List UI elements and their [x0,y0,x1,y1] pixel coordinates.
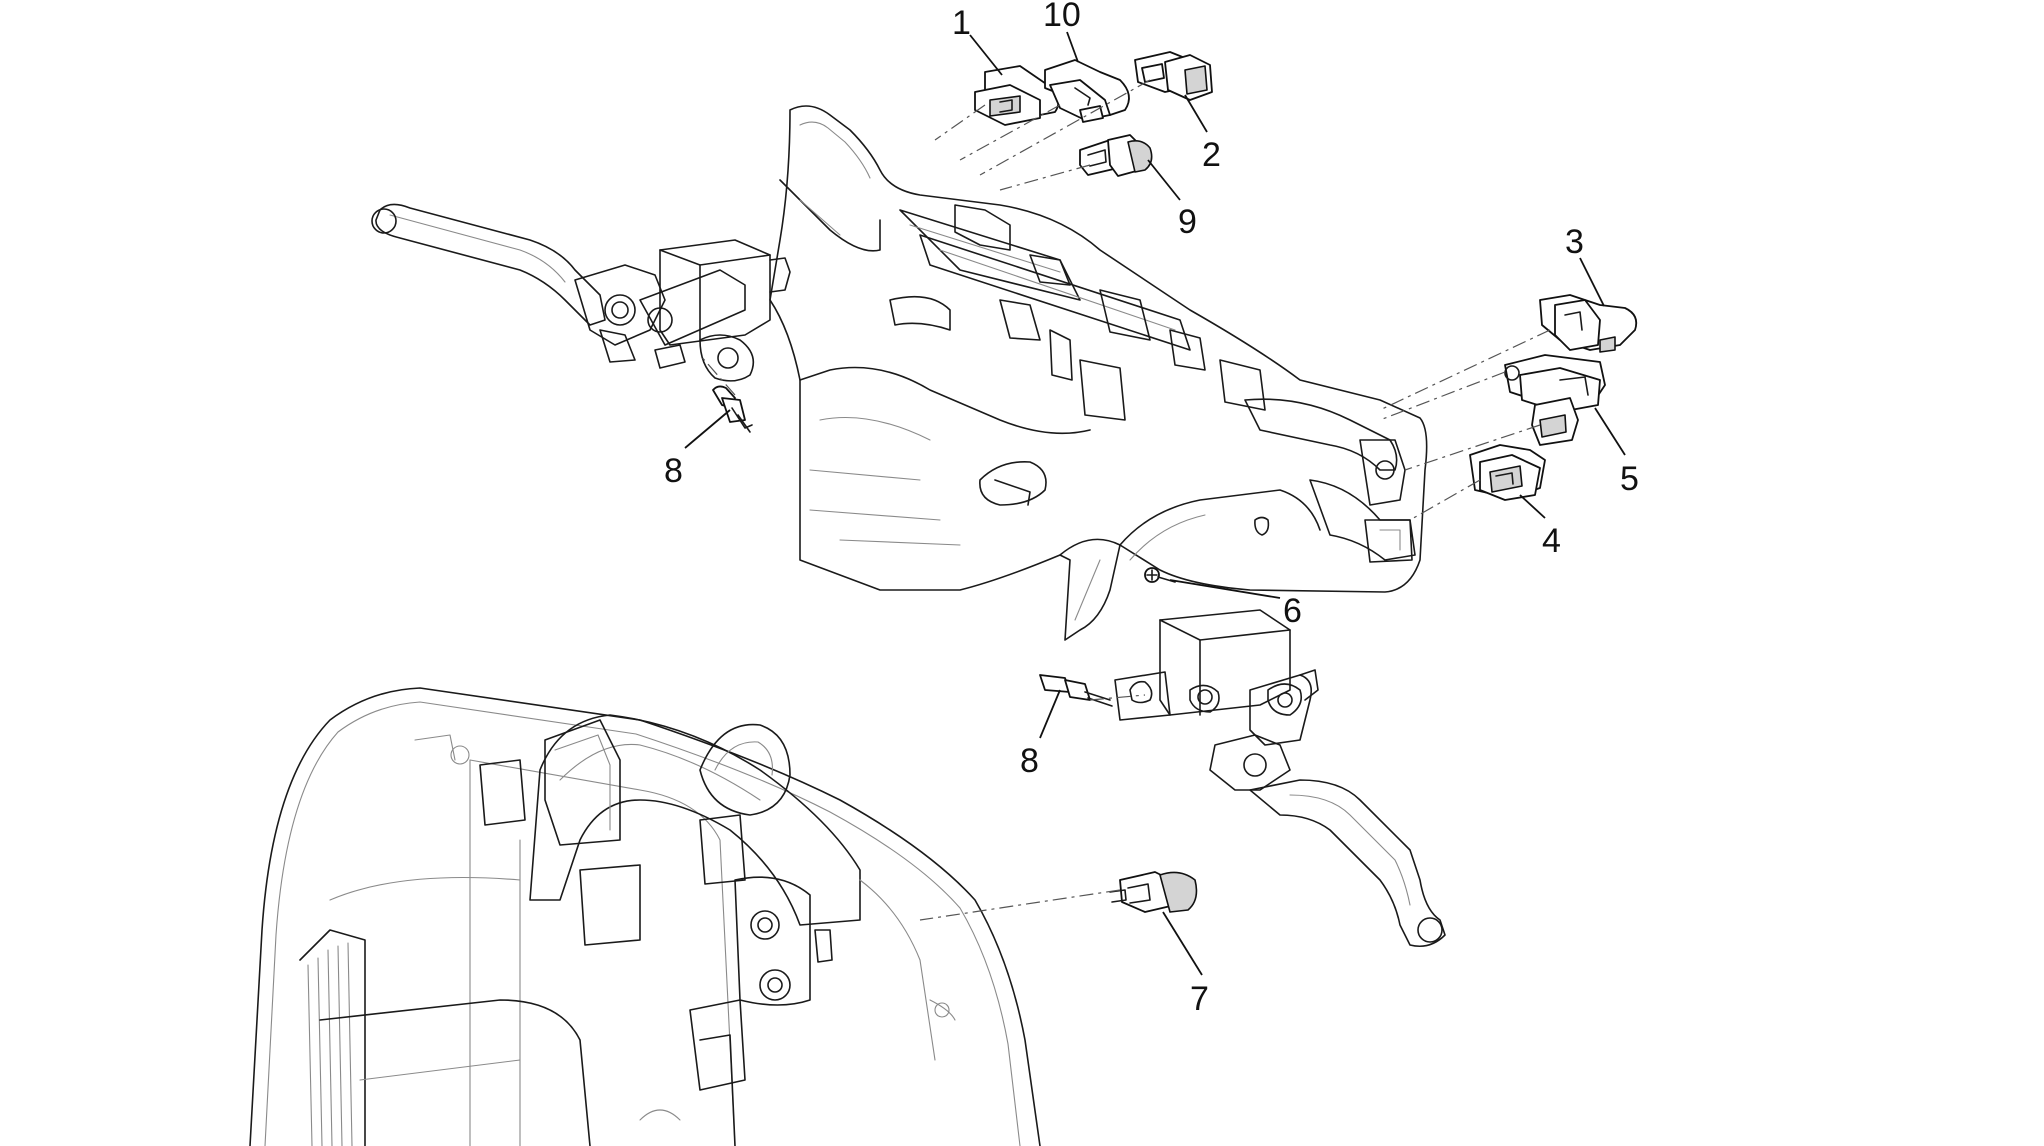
part-3-switch [1539,294,1638,353]
assembly-lines [699,79,1551,921]
part-6-screw [1144,567,1176,583]
left-brake-lever-assembly [371,203,791,382]
callout-5: 5 [1620,460,1639,498]
part-8-brake-light-switch-right [1039,674,1113,707]
callout-8-right: 8 [1020,742,1039,780]
callout-3: 3 [1565,223,1584,261]
part-5-switch [1504,354,1606,446]
callout-1: 1 [952,4,971,42]
part-7-socket [1109,871,1198,913]
handlebar-cover [769,105,1428,641]
callout-8-left: 8 [664,452,683,490]
part-10-switch [1044,59,1130,123]
callout-9: 9 [1178,203,1197,241]
leader-lines [684,31,1626,976]
lower-front-shield [249,687,1041,1146]
part-9-switch [1079,134,1153,177]
callout-7: 7 [1190,980,1209,1018]
callout-10: 10 [1043,0,1081,34]
part-4-switch [1469,444,1546,501]
callout-4: 4 [1542,522,1561,560]
callout-6: 6 [1283,592,1302,630]
callout-numbers: 1 10 2 9 3 5 4 6 8 8 7 [664,0,1639,1018]
part-1-switch [974,65,1060,126]
part-2-switch [1134,51,1213,101]
right-brake-lever-assembly [1114,609,1446,948]
part-8-brake-light-switch-left [712,385,753,433]
callout-2: 2 [1202,136,1221,174]
